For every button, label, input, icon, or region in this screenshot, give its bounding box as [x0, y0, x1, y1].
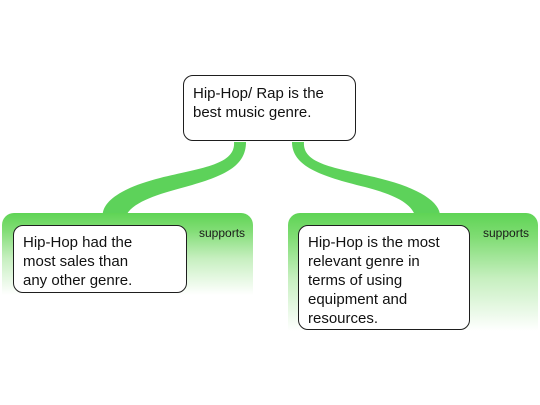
premise-line: relevant genre in: [308, 253, 420, 270]
premise-line: terms of using: [308, 272, 403, 289]
connector-right: [292, 142, 441, 218]
premise-line: most sales than: [23, 253, 129, 270]
premise-line: equipment and: [308, 291, 408, 308]
premise-line: resources.: [308, 310, 379, 327]
connector-left: [102, 142, 246, 218]
premise-box-right[interactable]: Hip-Hop is the most relevant genre in te…: [298, 225, 470, 330]
premise-box-left[interactable]: Hip-Hop had the most sales than any othe…: [13, 225, 187, 293]
support-label-left: supports: [199, 226, 246, 240]
premise-line: Hip-Hop is the most: [308, 234, 440, 251]
support-label-right: supports: [483, 226, 530, 240]
premise-line: any other genre.: [23, 272, 133, 289]
claim-box[interactable]: Hip-Hop/ Rap is the best music genre.: [183, 75, 356, 141]
claim-line: Hip-Hop/ Rap is the: [193, 85, 324, 102]
premise-line: Hip-Hop had the: [23, 234, 133, 251]
claim-line: best music genre.: [193, 104, 312, 121]
